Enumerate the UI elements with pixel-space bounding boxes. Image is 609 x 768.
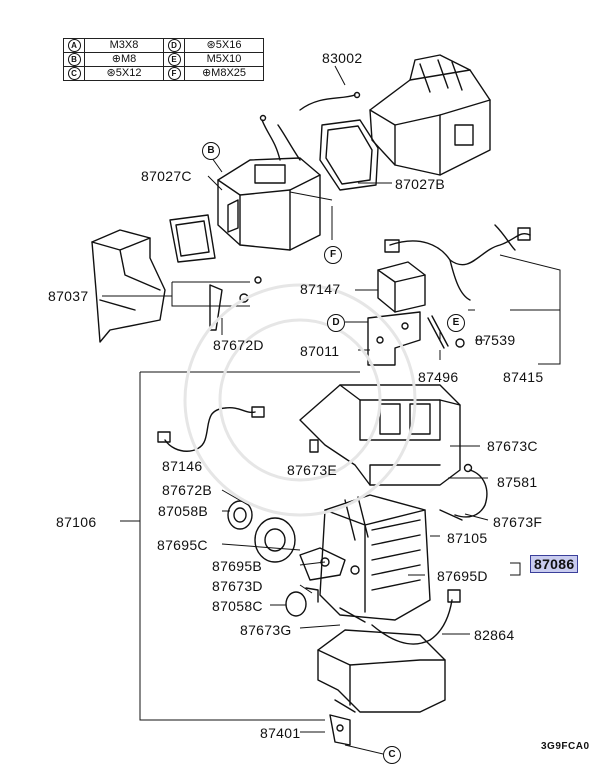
legend-spec-f: ⊕M8X25 — [184, 66, 264, 81]
part-label-87673e[interactable]: 87673E — [287, 462, 338, 478]
lower-case-shape — [317, 629, 446, 713]
callout-c[interactable]: C — [383, 746, 401, 764]
duct-87037-shape — [91, 229, 166, 343]
bracket-87401-shape — [329, 714, 351, 746]
legend-spec-d: ⊛5X16 — [184, 38, 264, 53]
part-label-87401[interactable]: 87401 — [260, 725, 301, 741]
relay-87147-shape — [377, 261, 426, 313]
legend-key-c: C — [67, 67, 81, 80]
callout-d[interactable]: D — [327, 314, 345, 332]
part-label-87011[interactable]: 87011 — [300, 343, 340, 359]
part-label-82864[interactable]: 82864 — [474, 627, 515, 643]
part-label-87146[interactable]: 87146 — [162, 458, 203, 474]
motor-87058b-shape — [227, 500, 296, 563]
blower-case-shape — [217, 114, 321, 251]
legend-key-e: E — [167, 53, 181, 66]
callout-e[interactable]: E — [447, 314, 465, 332]
part-label-87673g[interactable]: 87673G — [240, 622, 292, 638]
clip-87673g-shape — [339, 607, 366, 623]
part-label-87673d[interactable]: 87673D — [212, 578, 263, 594]
legend-spec-c: ⊛5X12 — [84, 66, 164, 81]
harness-87415-shape — [384, 224, 531, 301]
part-label-87027b[interactable]: 87027B — [395, 176, 446, 192]
heater-unit-shape — [299, 54, 491, 176]
part-label-87086-highlighted[interactable]: 87086 — [530, 555, 579, 573]
leader-lines — [102, 65, 561, 755]
gasket-87027b-shape — [319, 119, 379, 191]
part-label-87105[interactable]: 87105 — [447, 530, 488, 546]
legend-spec-a: M3X8 — [84, 38, 164, 53]
legend-key-a: A — [67, 39, 81, 52]
part-label-87415[interactable]: 87415 — [503, 369, 544, 385]
hose-82864-shape — [371, 589, 461, 645]
part-label-87147[interactable]: 87147 — [300, 281, 341, 297]
harness-87146-shape — [157, 406, 265, 452]
part-label-83002[interactable]: 83002 — [322, 50, 363, 66]
callout-b[interactable]: B — [202, 142, 220, 160]
drawing-code: 3G9FCA0 — [541, 741, 590, 752]
callout-f[interactable]: F — [324, 246, 342, 264]
legend-key-f: F — [167, 67, 181, 80]
part-label-87106[interactable]: 87106 — [56, 514, 97, 530]
legend-spec-b: ⊕M8 — [84, 52, 164, 67]
motor-87058c-shape — [285, 587, 319, 617]
legend-row: A M3X8 D ⊛5X16 — [63, 38, 264, 53]
clip-87673e-shape — [309, 439, 319, 453]
part-label-87037[interactable]: 87037 — [48, 288, 89, 304]
legend-spec-e: M5X10 — [184, 52, 264, 67]
part-label-87695c[interactable]: 87695C — [157, 537, 208, 553]
legend-row: B ⊕M8 E M5X10 — [63, 52, 264, 67]
fastener-legend-table: A M3X8 D ⊛5X16 B ⊕M8 E M5X10 C ⊛5X12 F ⊕… — [63, 38, 264, 81]
part-label-87695d[interactable]: 87695D — [437, 568, 488, 584]
part-label-87496[interactable]: 87496 — [418, 369, 459, 385]
part-label-87672b[interactable]: 87672B — [162, 482, 213, 498]
part-label-87581[interactable]: 87581 — [497, 474, 538, 490]
gasket-87027c-shape — [169, 214, 216, 263]
part-label-87027c[interactable]: 87027C — [141, 168, 192, 184]
part-label-87673f[interactable]: 87673F — [493, 514, 543, 530]
watermark-emblem — [183, 283, 417, 517]
part-label-87058c[interactable]: 87058C — [212, 598, 263, 614]
legend-row: C ⊛5X12 F ⊕M8X25 — [63, 66, 264, 81]
part-label-87695b[interactable]: 87695B — [212, 558, 263, 574]
legend-key-d: D — [167, 39, 181, 52]
part-label-87058b[interactable]: 87058B — [158, 503, 209, 519]
sensor-87581-shape — [439, 463, 488, 521]
part-label-87539[interactable]: 87539 — [475, 332, 516, 348]
part-label-87672d[interactable]: 87672D — [213, 337, 264, 353]
part-label-87673c[interactable]: 87673C — [487, 438, 538, 454]
evaporator-87105-shape — [319, 494, 431, 621]
legend-key-b: B — [67, 53, 81, 66]
